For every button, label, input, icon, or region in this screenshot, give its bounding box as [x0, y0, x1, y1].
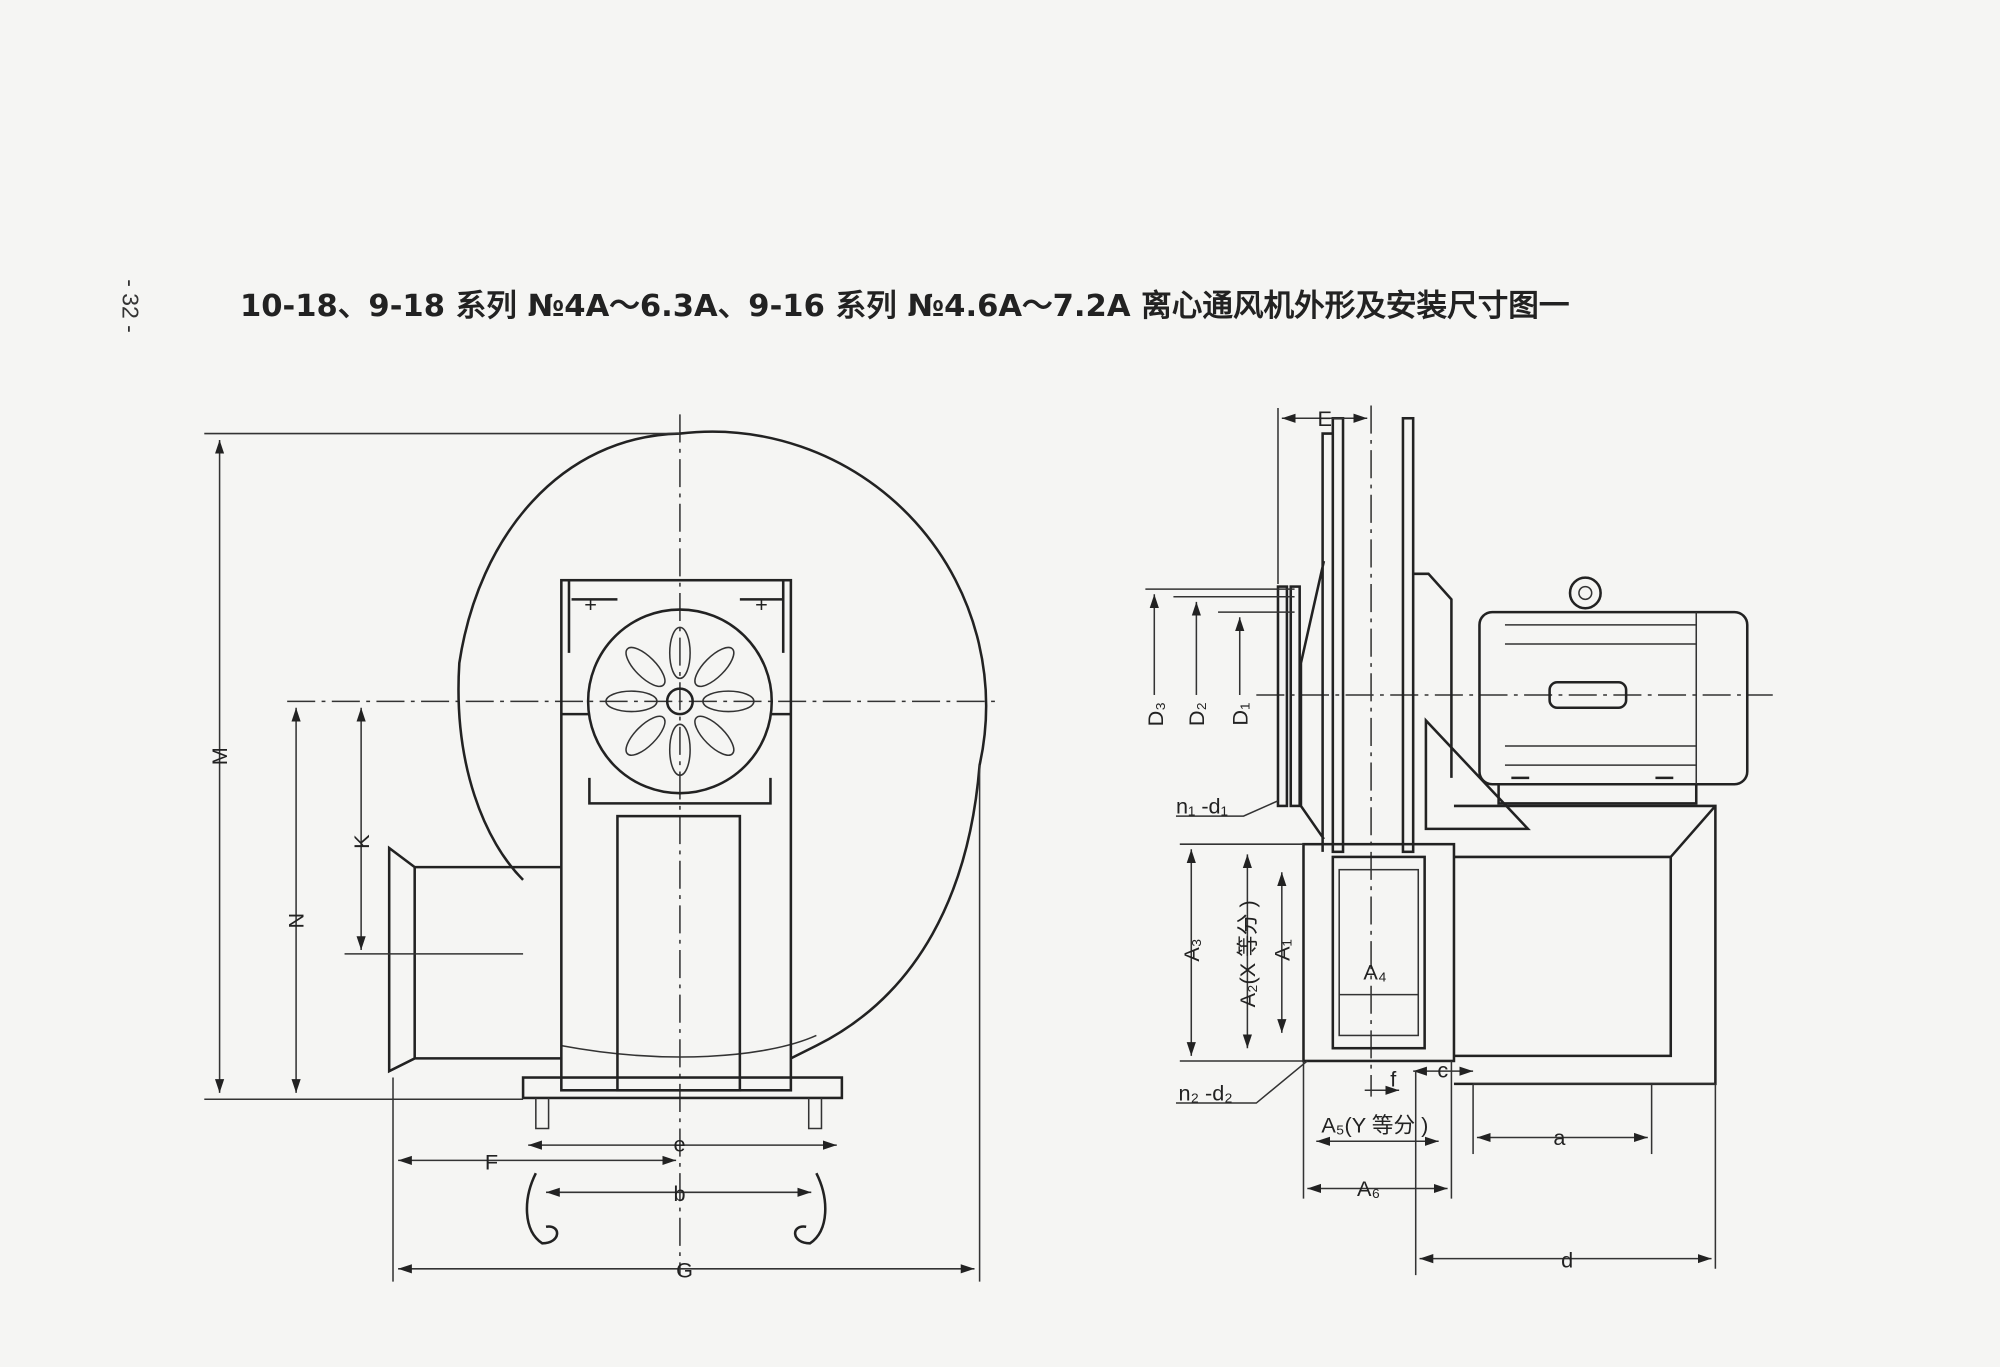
dim-label-n1-d1: n₁ -d₁ — [1176, 794, 1228, 819]
mount-cross-mark: + — [584, 592, 597, 617]
dim-label-G: G — [676, 1258, 693, 1283]
dim-label-D2: D₂ — [1184, 702, 1209, 726]
anchor-bolts — [535, 1097, 823, 1130]
dim-label-A6: A₆ — [1357, 1176, 1380, 1201]
dim-label-A5: A₅(Y 等分 ) — [1321, 1112, 1428, 1137]
page-number: - 32 - — [118, 279, 144, 333]
dim-label-a: a — [1553, 1125, 1566, 1150]
dim-label-n2-d2: n₂ -d₂ — [1179, 1080, 1233, 1105]
motor-body — [1478, 610, 1749, 786]
dim-label-b: b — [674, 1181, 686, 1206]
foundation-hooks — [525, 1172, 827, 1245]
dim-label-F: F — [485, 1149, 498, 1174]
motor-feet — [1497, 776, 1698, 805]
casing-plate — [1401, 416, 1415, 854]
volute-casing — [457, 430, 988, 1060]
dim-label-f: f — [1390, 1066, 1397, 1091]
inlet-cone — [1299, 432, 1333, 852]
dim-label-d: d — [1561, 1248, 1573, 1273]
dim-label-A2: A₂(X 等分 ) — [1235, 900, 1260, 1007]
dim-label-A3: A₃ — [1179, 938, 1204, 961]
dim-label-K: K — [349, 834, 374, 849]
dim-label-M: M — [207, 747, 232, 765]
motor-nameplate — [1548, 680, 1628, 710]
dim-label-N: N — [284, 913, 309, 929]
outlet-duct — [387, 845, 562, 1074]
mount-cross-mark: + — [755, 592, 768, 617]
motor-base-frame — [1453, 804, 1717, 1086]
pulley-spokes — [605, 626, 755, 777]
casing-plate — [1331, 416, 1345, 854]
bearing-housing — [1413, 572, 1453, 778]
inlet-flange — [1276, 585, 1289, 808]
dim-label-c: c — [1437, 1058, 1448, 1083]
pedestal-frame — [560, 578, 793, 1092]
bearing-support — [616, 814, 742, 1092]
dim-label-D3: D₃ — [1143, 702, 1168, 726]
dim-label-E: E — [1318, 406, 1332, 431]
pulley — [586, 608, 774, 795]
front-view: + + M N K F e b — [204, 414, 995, 1283]
outlet-opening — [1331, 855, 1426, 1050]
base-plate — [521, 1076, 844, 1100]
dim-label-A1: A₁ — [1269, 939, 1294, 961]
dim-label-D1: D₁ — [1227, 703, 1252, 726]
dim-label-e: e — [674, 1131, 686, 1156]
side-view: E D₃ D₂ D₁ n₁ -d₁ A₃ A₂(X 等分 ) A₁ A₄ f c… — [1143, 405, 1773, 1276]
motor-support-gusset — [1424, 717, 1531, 831]
outlet-flange — [1302, 842, 1456, 1063]
volute-inner-edge — [561, 1034, 817, 1058]
pulley-hub — [665, 687, 694, 716]
dim-label-A4: A₄ — [1363, 959, 1386, 984]
inlet-flange — [1289, 585, 1301, 808]
lifting-eye — [1568, 576, 1602, 610]
page-title: 10-18、9-18 系列 №4A～6.3A、9-16 系列 №4.6A～7.2… — [240, 288, 1569, 324]
